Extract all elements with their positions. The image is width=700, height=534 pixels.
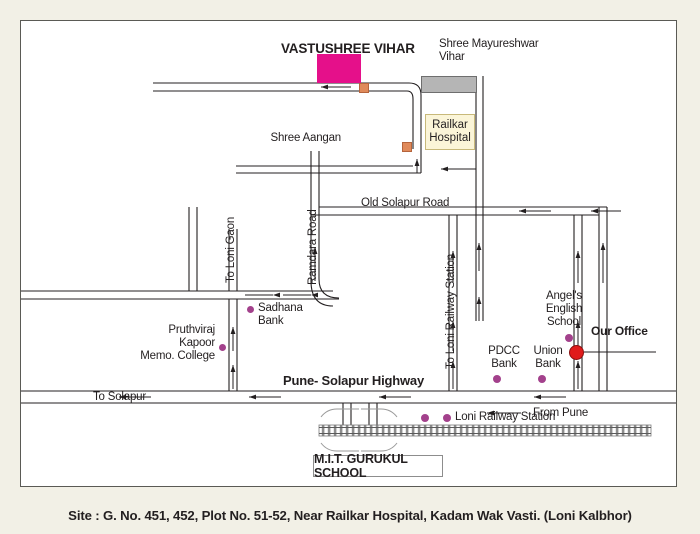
poi-dot-angels-school — [565, 334, 573, 342]
label-from-pune: From Pune — [533, 407, 589, 419]
footer-bar: Site : G. No. 451, 452, Plot No. 51-52, … — [0, 497, 700, 534]
poi-dot-sadhana-bank — [247, 306, 254, 313]
poi-dot-loni-railway-station — [443, 414, 451, 422]
railway-track — [318, 424, 652, 437]
railkar-hospital-label-line2: Hospital — [429, 132, 471, 144]
railkar-hospital-label-line1: Railkar — [432, 119, 468, 132]
our-office-leader-line — [584, 351, 656, 353]
poi-dot-pruthviraj-college — [219, 344, 226, 351]
orange-marker-aangan — [402, 142, 412, 152]
road-network-svg — [21, 76, 676, 452]
vastushree-vihar-building — [317, 54, 361, 83]
label-pune-solapur-highway: Pune- Solapur Highway — [283, 373, 424, 388]
poi-dot-station-left — [421, 414, 429, 422]
mit-gurukul-school-label: M.I.T. GURUKUL SCHOOL — [314, 452, 408, 480]
our-office-marker — [569, 345, 584, 360]
label-ramdara-road: Ramdara Road — [307, 209, 319, 285]
shree-mayureshwar-vihar-block — [421, 76, 477, 93]
label-shree-mayureshwar-vihar: Shree Mayureshwar Vihar — [439, 38, 539, 63]
station-platform-marks — [320, 408, 398, 452]
label-loni-railway-station: Loni Railway Station — [455, 411, 556, 423]
label-pruthviraj-college: Pruthviraj Kapoor Memo. College — [140, 324, 215, 362]
label-angels-english-school: Angel's English School — [545, 290, 583, 328]
label-to-solapur: To Solapur — [93, 391, 146, 403]
label-old-solapur-road: Old Solapur Road — [361, 197, 450, 209]
label-union-bank: Union Bank — [533, 345, 563, 370]
mit-gurukul-school-box: M.I.T. GURUKUL SCHOOL — [313, 452, 443, 480]
map-canvas: Railkar Hospital M.I.T. GURUKUL SCHOOL V… — [20, 20, 677, 487]
label-pdcc-bank: PDCC Bank — [488, 345, 520, 370]
label-sadhana-bank: Sadhana Bank — [258, 302, 303, 327]
orange-marker-top — [359, 83, 369, 93]
poi-dot-union-bank — [538, 375, 546, 383]
railkar-hospital-box: Railkar Hospital — [425, 114, 475, 150]
label-our-office: Our Office — [591, 324, 648, 338]
roads-group — [21, 76, 676, 435]
direction-arrows — [119, 84, 621, 416]
label-to-loni-railway-station: To Loni Railway Station — [445, 254, 457, 369]
label-to-loni-gaon: To Loni Gaon — [225, 216, 237, 283]
poi-dot-pdcc-bank — [493, 375, 501, 383]
label-shree-aangan: Shree Aangan — [270, 132, 342, 144]
label-vastushree-vihar: VASTUSHREE VIHAR — [281, 41, 415, 56]
site-address-text: Site : G. No. 451, 452, Plot No. 51-52, … — [68, 508, 632, 523]
